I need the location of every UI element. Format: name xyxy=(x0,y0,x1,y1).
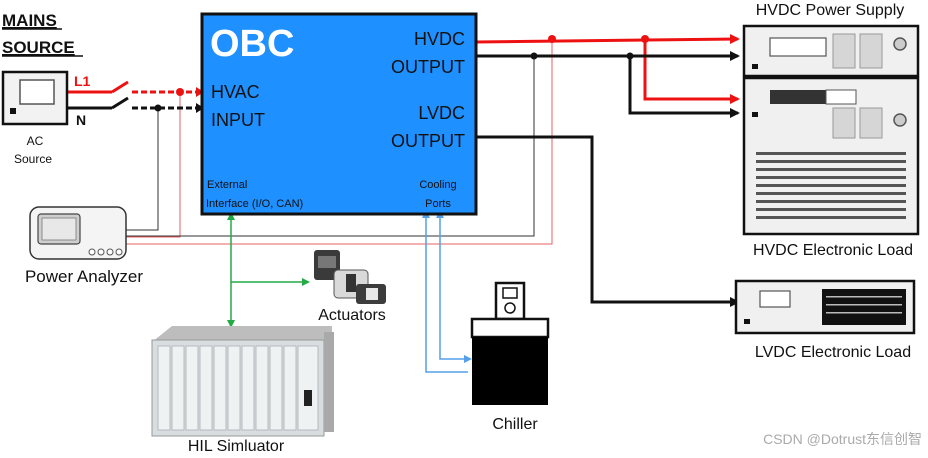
hvdc-arrow-3 xyxy=(730,94,740,104)
obc-cool-2: Ports xyxy=(425,198,451,210)
hvdc-supply-label: HVDC Power Supply xyxy=(756,2,905,19)
obc-hvac-1: HVAC xyxy=(211,82,260,102)
ac-source-label-2: Source xyxy=(14,152,52,166)
ac-source-label-1: AC xyxy=(27,134,44,148)
ext-if-arrow-down xyxy=(227,320,235,328)
hvdc-pos-to-load xyxy=(643,39,738,101)
actuator-arrow xyxy=(302,278,310,286)
ext-if-arrow-up xyxy=(227,212,235,220)
watermark: CSDN @Dotrust东信创智 xyxy=(763,431,922,447)
l1-arrow xyxy=(196,87,204,97)
hvdc-arrow-1 xyxy=(730,34,740,44)
actuators-image xyxy=(314,250,386,304)
actuators-label: Actuators xyxy=(318,307,386,324)
obc-cool-1: Cooling xyxy=(419,179,456,191)
hvdc-load-device xyxy=(742,76,920,236)
hvdc-neg-to-load xyxy=(628,56,738,115)
junction-hvdc-2 xyxy=(641,35,649,43)
hil-simulator-image xyxy=(151,326,334,437)
n-switch xyxy=(111,96,129,110)
junction-n xyxy=(154,104,162,112)
hil-label: HIL Simluator xyxy=(188,438,285,455)
obc-hvac-2: INPUT xyxy=(211,110,265,130)
analyzer-sense-black xyxy=(126,108,159,231)
chiller-device xyxy=(470,281,550,405)
power-analyzer-device xyxy=(29,206,127,260)
l1-label: L1 xyxy=(74,73,91,89)
lvdc-load-device xyxy=(734,279,916,335)
lvdc-wire xyxy=(476,135,738,304)
mains-title-2: SOURCE xyxy=(2,38,75,57)
mains-title-1: MAINS xyxy=(2,11,57,30)
hvdc-supply-device xyxy=(742,24,920,78)
n-label: N xyxy=(76,112,86,128)
analyzer-sense-black-2 xyxy=(126,56,535,237)
obc-box xyxy=(200,12,478,216)
obc-ext-1: External xyxy=(207,179,247,191)
obc-lvdc-2: OUTPUT xyxy=(391,131,465,151)
n-arrow xyxy=(196,103,204,113)
hvdc-arrow-4 xyxy=(730,108,740,118)
junction-hvdc-1 xyxy=(548,35,556,43)
cooling-arrow-3 xyxy=(464,355,472,363)
junction-hvdc-3 xyxy=(530,52,538,60)
obc-title: OBC xyxy=(210,23,294,65)
power-analyzer-label: Power Analyzer xyxy=(25,267,143,286)
lvdc-load-label: LVDC Electronic Load xyxy=(755,344,911,361)
junction-hvdc-4 xyxy=(626,52,634,60)
l1-switch xyxy=(111,80,129,94)
cooling-wire-2 xyxy=(439,215,468,360)
obc-hvdc-1: HVDC xyxy=(414,29,465,49)
cooling-wire-1 xyxy=(425,215,468,373)
hvdc-pos-wire xyxy=(475,37,739,44)
hvdc-arrow-2 xyxy=(730,51,740,61)
obc-lvdc-1: LVDC xyxy=(418,103,465,123)
ac-source-device xyxy=(1,70,69,126)
obc-hvdc-2: OUTPUT xyxy=(391,57,465,77)
chiller-label: Chiller xyxy=(492,416,538,433)
analyzer-sense-red-1 xyxy=(126,92,181,238)
obc-ext-2: Interface (I/O, CAN) xyxy=(206,198,303,210)
analyzer-sense-red-2 xyxy=(126,39,553,245)
hvdc-load-label: HVDC Electronic Load xyxy=(753,242,913,259)
junction-l1 xyxy=(176,88,184,96)
